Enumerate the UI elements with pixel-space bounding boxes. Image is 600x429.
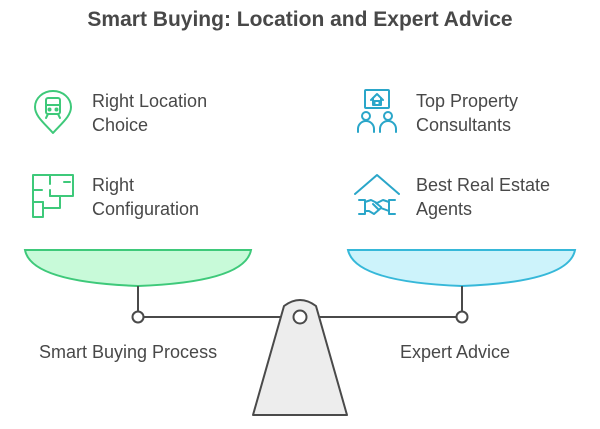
right-caption: Expert Advice (400, 342, 511, 362)
floor-plan-icon (30, 172, 76, 218)
pivot (292, 309, 308, 325)
left-ring (131, 310, 145, 324)
right-item-consultants-line2: Consultants (416, 115, 512, 135)
house-consultants-icon (354, 88, 400, 134)
diagram-title: Smart Buying: Location and Expert Advice (87, 8, 513, 31)
scale-stand (252, 299, 348, 416)
left-item-location-line1: Right Location (92, 91, 208, 111)
left-pan (23, 249, 253, 288)
right-pan (346, 249, 577, 288)
right-item-agents-line2: Agents (416, 199, 473, 219)
left-item-configuration-line2: Configuration (92, 199, 200, 219)
right-item-agents-line1: Best Real Estate (416, 175, 551, 195)
right-ring (455, 310, 469, 324)
right-item-consultants-line1: Top Property (416, 91, 519, 111)
left-item-location-line2: Choice (92, 115, 149, 135)
house-handshake-icon (354, 172, 400, 218)
left-item-configuration-line1: Right (92, 175, 135, 195)
location-pin-train-icon (30, 90, 76, 136)
left-caption: Smart Buying Process (39, 342, 218, 362)
